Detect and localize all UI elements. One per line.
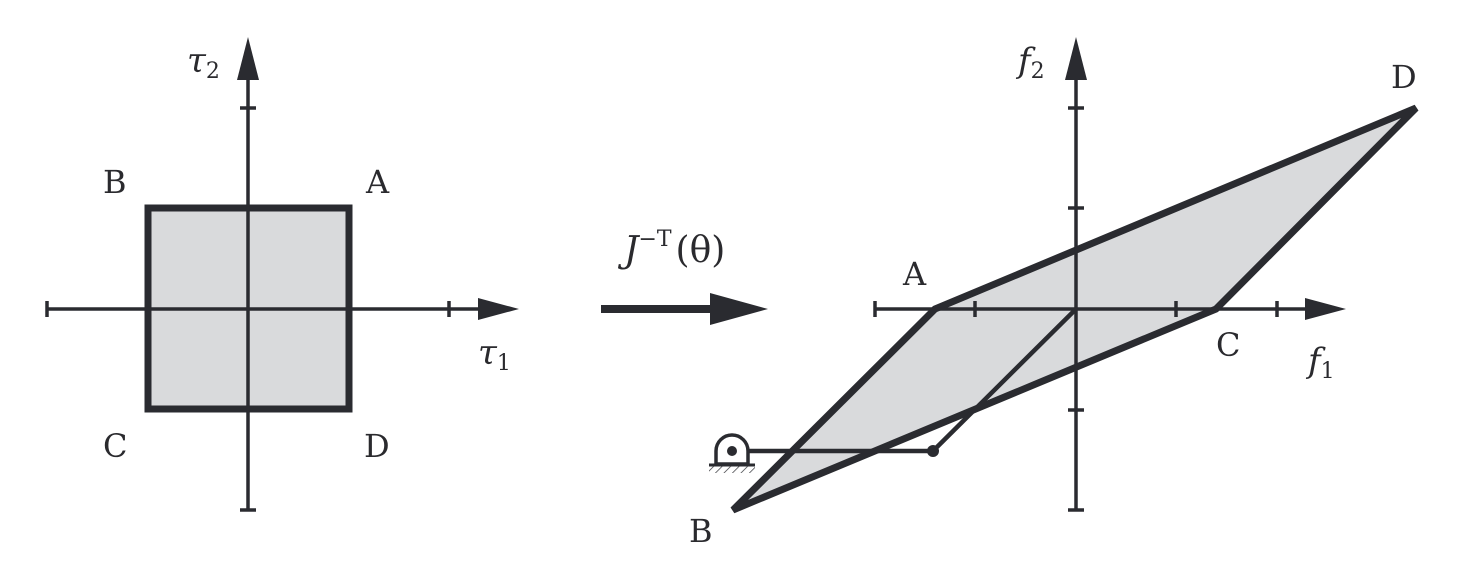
f2-axis-label: f2 xyxy=(1015,41,1045,84)
right-corner-c: C xyxy=(1216,326,1240,364)
tau1-axis-label: τ1 xyxy=(478,333,511,376)
pin-joint-ground-icon xyxy=(709,433,755,473)
jacobian-label: J−T(θ) xyxy=(617,227,725,271)
joint-dot xyxy=(927,445,939,457)
right-corner-d: D xyxy=(1391,58,1417,96)
left-y-axis xyxy=(240,75,256,512)
left-diagram: τ1 τ2 B A C D xyxy=(45,37,519,512)
left-corner-b: B xyxy=(103,163,127,201)
right-y-arrowhead xyxy=(1065,37,1087,80)
link-arm xyxy=(931,307,1078,453)
linkage-mechanism xyxy=(709,307,1078,473)
right-corner-a: A xyxy=(902,255,927,293)
left-corner-a: A xyxy=(365,163,390,201)
right-x-arrowhead xyxy=(1305,298,1346,320)
tau2-axis-label: τ2 xyxy=(187,41,220,84)
left-y-arrowhead xyxy=(237,37,259,80)
mapping-arrow xyxy=(601,293,768,325)
left-corner-d: D xyxy=(364,427,390,465)
left-x-axis xyxy=(45,301,482,317)
right-diagram: f1 f2 A D C B xyxy=(689,37,1419,550)
left-x-arrowhead xyxy=(478,298,519,320)
right-y-axis xyxy=(1068,75,1084,512)
right-x-axis xyxy=(873,301,1310,317)
left-corner-c: C xyxy=(103,427,127,465)
f1-axis-label: f1 xyxy=(1305,341,1335,384)
right-corner-b: B xyxy=(689,512,713,550)
